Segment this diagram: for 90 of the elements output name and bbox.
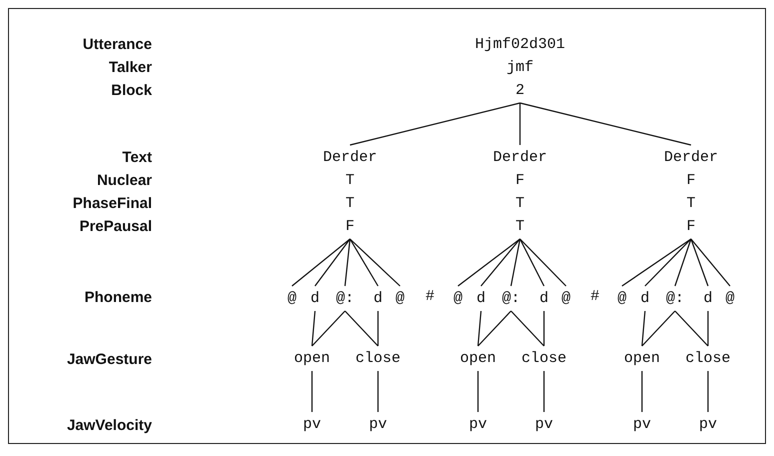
node-value: open (624, 349, 660, 369)
node-value: @ (562, 289, 570, 309)
node-value: pv (699, 415, 717, 435)
level-label: PrePausal (79, 218, 152, 236)
node-value: F (686, 171, 696, 191)
level-label: Block (111, 82, 152, 100)
node-value: d (310, 289, 320, 309)
tree-line (520, 102, 692, 146)
level-label: Phoneme (84, 289, 152, 307)
tree-line (707, 371, 709, 412)
node-value: @ (396, 289, 404, 309)
tree-line (543, 311, 545, 346)
node-value: F (516, 171, 524, 191)
tree-line (622, 238, 692, 286)
node-value: open (294, 349, 330, 369)
boundary-symbol: # (426, 287, 434, 307)
tree-line (707, 311, 709, 346)
tree-line (520, 238, 566, 286)
level-label: Talker (108, 59, 152, 77)
node-value: T (516, 217, 524, 237)
tree-line (510, 310, 544, 346)
tree-line (292, 238, 350, 286)
node-value: jmf (506, 58, 534, 78)
level-label: PhaseFinal (72, 195, 152, 213)
tree-line (477, 310, 482, 346)
level-label: Utterance (82, 36, 152, 54)
tree-line (641, 310, 646, 346)
tree-line (519, 103, 521, 145)
node-value: close (686, 349, 730, 369)
tree-line (690, 238, 709, 286)
node-value: d (540, 289, 548, 309)
node-value: @: (502, 289, 520, 309)
node-value: pv (369, 415, 387, 435)
node-value: 2 (516, 81, 524, 101)
tree-line (644, 238, 692, 286)
tree-line (674, 238, 692, 286)
node-value: pv (303, 415, 321, 435)
level-label: JawGesture (66, 351, 152, 369)
tree-line (344, 238, 351, 286)
tree-line (543, 371, 545, 412)
tree-line (311, 371, 313, 412)
node-value: @ (618, 289, 626, 309)
tree-line (642, 310, 676, 346)
level-label: Nuclear (96, 172, 152, 190)
node-value: @: (666, 289, 684, 309)
tree-line (480, 238, 520, 286)
boundary-symbol: # (590, 287, 600, 307)
tree-line (674, 310, 708, 346)
tree-line (458, 238, 520, 286)
tree-line (641, 371, 643, 412)
level-label: Text (122, 149, 152, 167)
node-value: @ (454, 289, 462, 309)
tree-line (350, 238, 400, 286)
node-value: Derder (323, 148, 377, 168)
tree-line (377, 311, 379, 346)
node-value: Hjmf02d301 (475, 35, 565, 55)
node-value: d (640, 289, 650, 309)
node-value: F (346, 217, 354, 237)
node-value: T (346, 171, 354, 191)
node-value: pv (535, 415, 553, 435)
node-value: F (686, 217, 696, 237)
tree-line (344, 310, 378, 346)
node-value: @ (726, 289, 734, 309)
node-value: T (516, 194, 524, 214)
tree-line (350, 102, 520, 146)
node-value: pv (469, 415, 487, 435)
node-value: T (346, 194, 354, 214)
tree-line (477, 371, 479, 412)
node-value: T (686, 194, 696, 214)
node-value: @: (336, 289, 354, 309)
node-value: d (476, 289, 486, 309)
tree-line (478, 310, 512, 346)
tree-line (311, 310, 316, 346)
tree-line (314, 238, 350, 286)
tree-line (690, 238, 730, 286)
node-value: d (374, 289, 382, 309)
node-value: open (460, 349, 496, 369)
tree-line (519, 238, 545, 286)
tree-line (510, 238, 521, 286)
level-label: JawVelocity (66, 417, 152, 435)
tree-line (377, 371, 379, 412)
node-value: Derder (664, 148, 718, 168)
node-value: d (704, 289, 712, 309)
node-value: close (356, 349, 400, 369)
tree-line (349, 238, 379, 286)
node-value: close (522, 349, 566, 369)
node-value: Derder (493, 148, 547, 168)
node-value: pv (633, 415, 651, 435)
node-value: @ (288, 289, 296, 309)
tree-line (312, 310, 346, 346)
